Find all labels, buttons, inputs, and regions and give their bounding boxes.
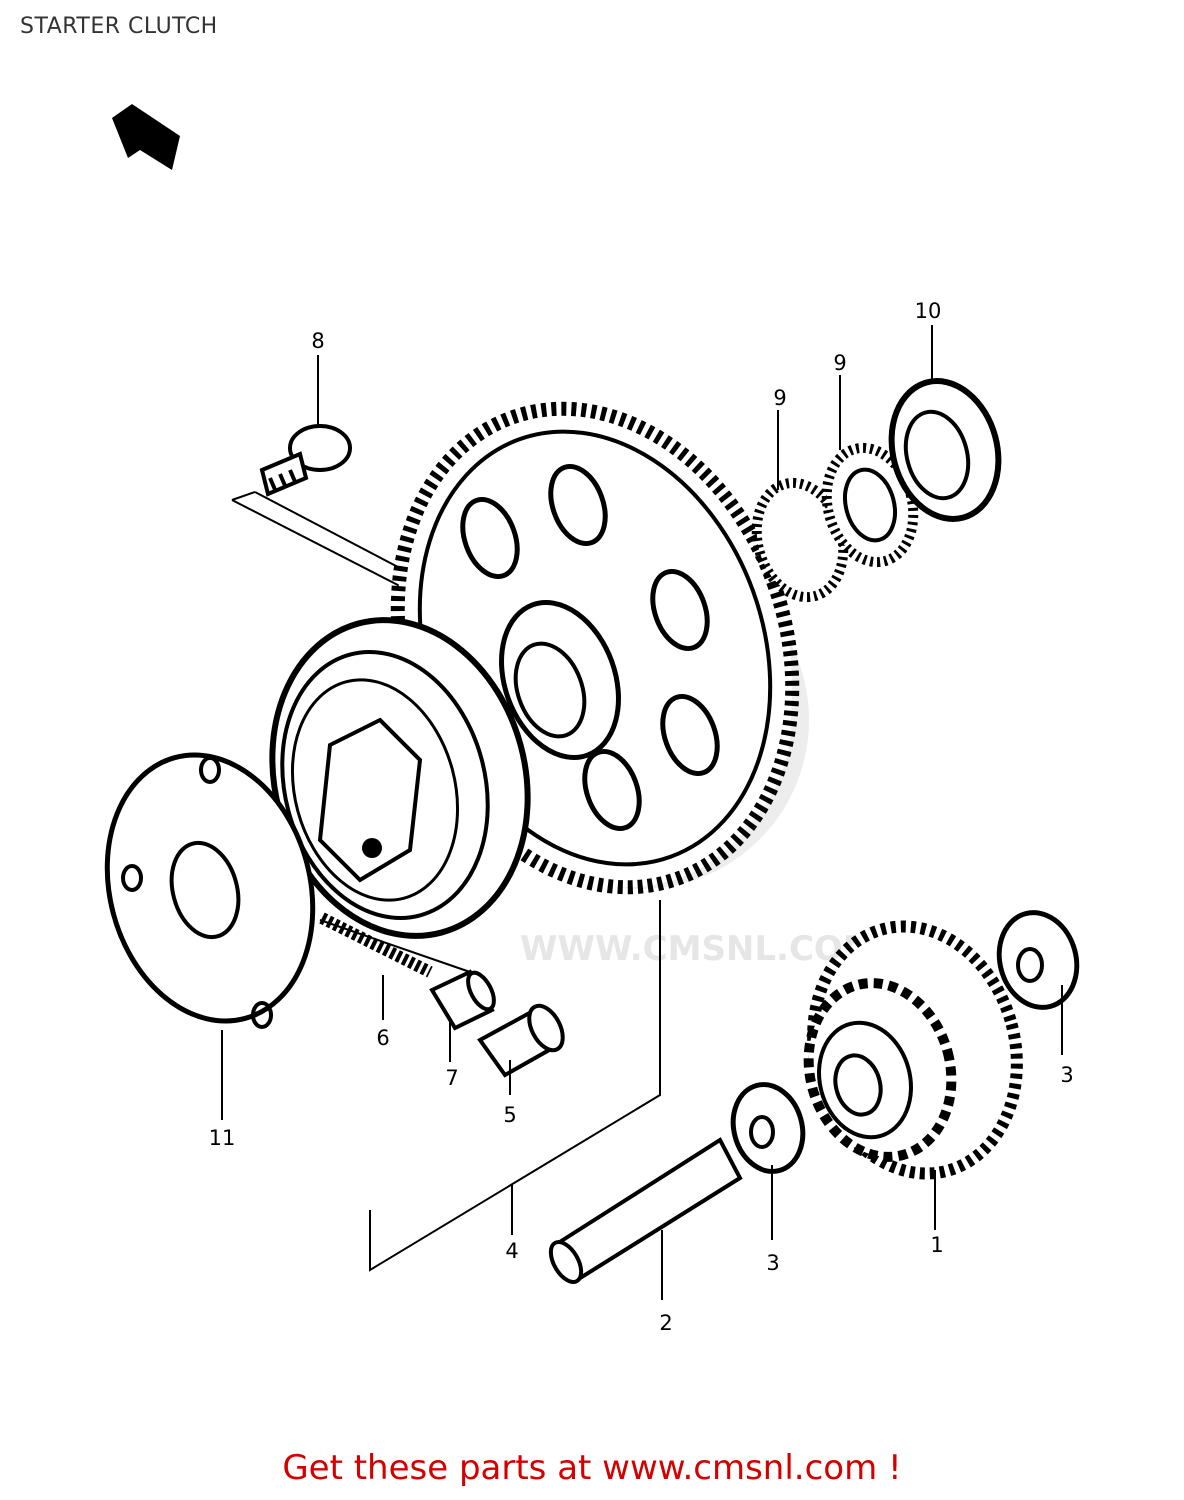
callout-10: 10	[915, 299, 942, 323]
callout-2: 2	[659, 1311, 672, 1335]
callout-labels: 8 10 9 9 3 1 3 2 4 5 7 6 11	[209, 299, 1074, 1335]
part-2-shaft	[548, 1137, 743, 1284]
part-8-bolt	[259, 424, 352, 497]
leader-lines	[221, 325, 1063, 1300]
watermark-text: WWW.CMSNL.COM	[520, 929, 877, 969]
starter-clutch-housing	[269, 617, 531, 939]
footer-link[interactable]: Get these parts at www.cmsnl.com !	[282, 1448, 902, 1488]
callout-9-left: 9	[773, 386, 786, 410]
page-title: STARTER CLUTCH	[20, 14, 218, 39]
callout-1: 1	[930, 1233, 943, 1257]
callout-3-left: 3	[766, 1251, 779, 1275]
callout-6: 6	[376, 1026, 389, 1050]
part-1-idle-gear	[803, 920, 1023, 1180]
callout-11: 11	[209, 1126, 236, 1150]
part-3-washer-left	[730, 1082, 806, 1174]
part-3-washer-right	[996, 910, 1080, 1010]
callout-9-right: 9	[833, 351, 846, 375]
part-10-washer	[888, 378, 1002, 522]
callout-8: 8	[311, 329, 324, 353]
part-5-roller	[477, 1003, 565, 1078]
part-11-plate	[104, 752, 316, 1029]
callout-3-right: 3	[1060, 1063, 1073, 1087]
part-6-spring	[319, 912, 433, 978]
exploded-parts-diagram: WWW.CMSNL.COM	[104, 104, 1080, 1335]
part-9-needle-bearings	[751, 442, 919, 603]
callout-7: 7	[445, 1066, 458, 1090]
reference-lines	[231, 491, 661, 1272]
forward-arrow-icon	[112, 104, 180, 170]
callout-4: 4	[505, 1239, 518, 1263]
part-7-roller	[429, 969, 496, 1031]
callout-5: 5	[503, 1103, 516, 1127]
